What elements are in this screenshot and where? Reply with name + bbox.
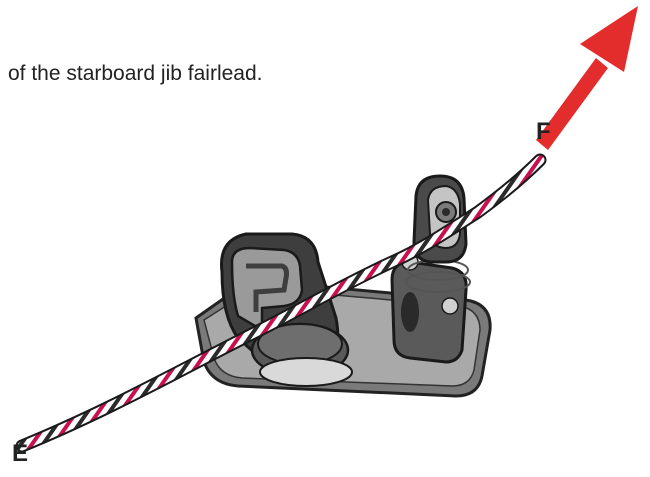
pull-direction-arrow-icon	[536, 6, 638, 150]
instruction-caption: of the starboard jib fairlead.	[8, 62, 262, 86]
line-end-label-f: F	[536, 118, 551, 146]
swivel-block-icon	[392, 176, 470, 362]
line-end-label-e: E	[12, 440, 28, 468]
